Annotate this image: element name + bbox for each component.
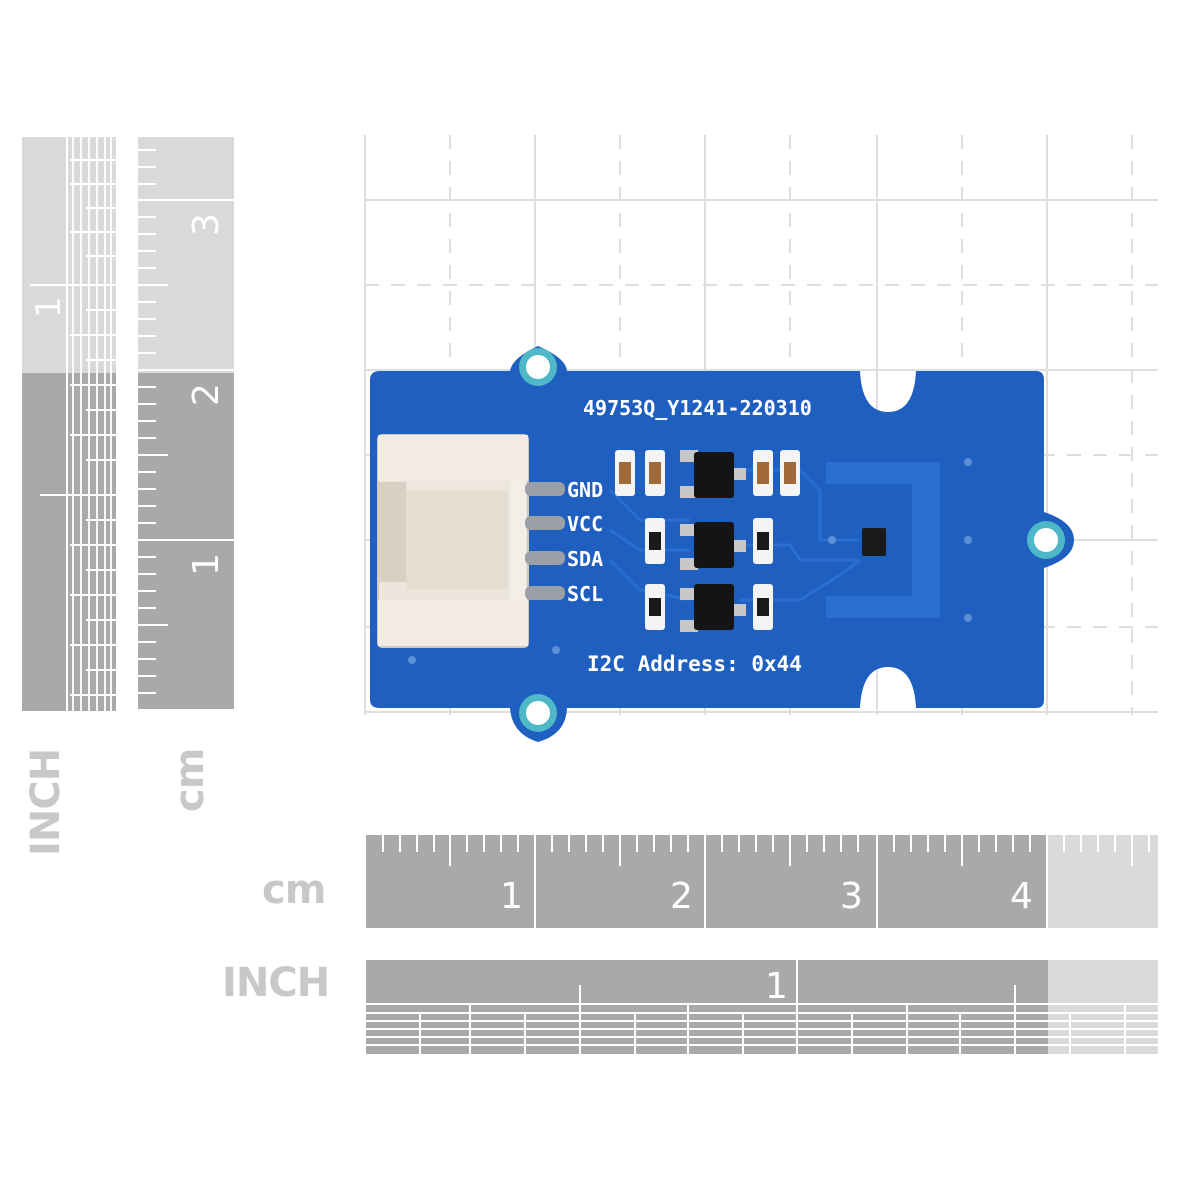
pin-label-scl: SCL [567, 582, 603, 606]
horizontal-cm-number-4: 4 [1010, 876, 1033, 917]
vias [408, 458, 972, 664]
horizontal-cm-ruler: 1 2 3 4 [366, 835, 1158, 928]
vertical-cm-number-1: 1 [186, 553, 227, 576]
sensor-board: 49753Q_Y1241-220310 GND VCC [370, 346, 1074, 742]
sensor-chip [862, 528, 886, 556]
horizontal-cm-label: cm [262, 867, 326, 913]
smd-resistors [615, 450, 800, 630]
transistors [680, 450, 746, 632]
vertical-cm-ticks [138, 149, 234, 711]
horizontal-inch-ruler: 1 [366, 960, 1158, 1054]
board-part-code: 49753Q_Y1241-220310 [583, 396, 812, 420]
i2c-address-label: I2C Address: 0x44 [587, 652, 802, 676]
horizontal-inch-number-1: 1 [765, 966, 788, 1007]
vertical-inch-number-1: 1 [29, 296, 69, 318]
pin-label-gnd: GND [567, 478, 603, 502]
vertical-cm-number-3: 3 [186, 213, 227, 236]
sensing-loop [826, 462, 940, 618]
pin-label-sda: SDA [567, 547, 603, 571]
connector-pins [525, 482, 565, 600]
vertical-cm-ruler: 3 2 1 [138, 137, 234, 711]
horizontal-inch-label: INCH [222, 960, 330, 1006]
horizontal-cm-number-1: 1 [500, 876, 523, 917]
pin-label-vcc: VCC [567, 512, 603, 536]
mounting-holes [519, 348, 1065, 732]
vertical-cm-number-2: 2 [186, 383, 227, 406]
horizontal-cm-number-3: 3 [840, 876, 863, 917]
vertical-inch-ruler: 1 [22, 137, 116, 711]
horizontal-cm-number-2: 2 [670, 876, 693, 917]
horizontal-cm-ticks [382, 835, 1150, 928]
vertical-cm-label: cm [167, 748, 213, 812]
vertical-inch-subticks [30, 159, 116, 696]
vertical-inch-label: INCH [23, 748, 69, 856]
horizontal-inch-subticks [419, 960, 1126, 1054]
grove-connector [377, 434, 565, 648]
